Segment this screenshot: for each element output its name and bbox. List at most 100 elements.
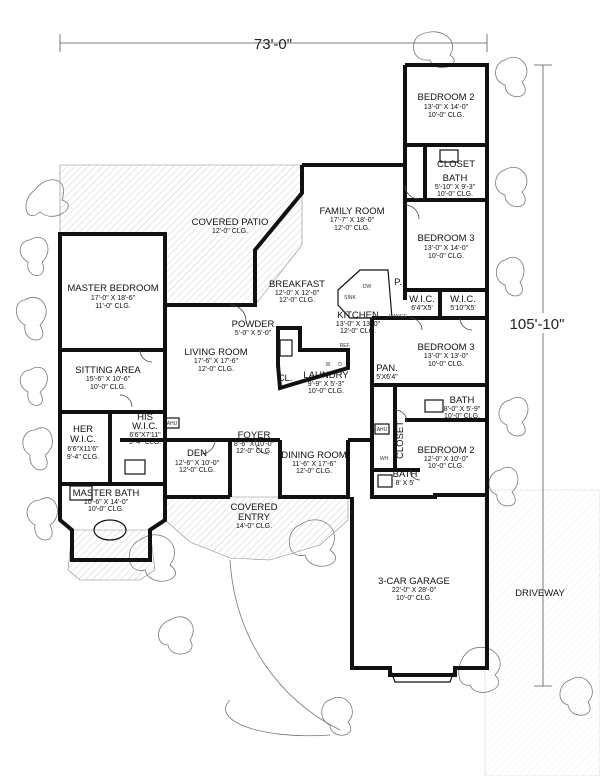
room-bedroom3-b: BEDROOM 3 13'-0" X 13'-0" 10'-0" CLG.: [417, 342, 474, 368]
svg-text:5'X6'4": 5'X6'4": [376, 374, 398, 381]
svg-text:BREAKFAST: BREAKFAST: [269, 279, 325, 290]
svg-text:POWDER: POWDER: [232, 319, 275, 330]
svg-text:13'-0" X 13'-0": 13'-0" X 13'-0": [336, 321, 381, 328]
svg-text:10'-0" CLG.: 10'-0" CLG.: [428, 253, 464, 260]
svg-text:12'-0" CLG.: 12'-0" CLG.: [279, 297, 315, 304]
svg-text:3-CAR GARAGE: 3-CAR GARAGE: [378, 576, 450, 587]
room-pan: PAN. 5'X6'4": [376, 363, 398, 381]
svg-text:KITCHEN: KITCHEN: [337, 310, 379, 321]
svg-text:10'-0" CLG.: 10'-0" CLG.: [88, 506, 124, 513]
svg-text:ENTRY: ENTRY: [238, 512, 271, 523]
svg-text:17'-6" X 17'-6": 17'-6" X 17'-6": [194, 358, 239, 365]
svg-text:MASTER BATH: MASTER BATH: [73, 488, 140, 499]
svg-text:LAUNDRY: LAUNDRY: [303, 370, 349, 381]
driveway-label: DRIVEWAY: [515, 588, 565, 599]
room-kitchen: KITCHEN 13'-0" X 13'-0" 12'-0" CLG.: [336, 310, 381, 335]
svg-text:BEDROOM 2: BEDROOM 2: [417, 92, 474, 103]
room-breakfast: BREAKFAST 12'-0" X 12'-0" 12'-0" CLG.: [269, 279, 325, 304]
room-bath-top: BATH 5'-10" X 9'-3" 10'-0" CLG.: [435, 173, 476, 198]
svg-text:10'-6" X 14'-0": 10'-6" X 14'-0": [84, 499, 129, 506]
svg-text:6'6"X7'11": 6'6"X7'11": [129, 432, 161, 439]
svg-text:11'-6" X 17'-6": 11'-6" X 17'-6": [292, 461, 336, 468]
svg-text:12'-0" CLG.: 12'-0" CLG.: [296, 468, 332, 475]
svg-text:10'-0" CLG.: 10'-0" CLG.: [428, 361, 464, 368]
svg-text:12'-0" X 10'-0": 12'-0" X 10'-0": [424, 456, 469, 463]
svg-text:12'-0" X 12'-0": 12'-0" X 12'-0": [275, 290, 320, 297]
svg-text:10'-0" CLG.: 10'-0" CLG.: [428, 463, 464, 470]
svg-text:COVERED: COVERED: [231, 502, 278, 513]
svg-text:11'-0" CLG.: 11'-0" CLG.: [95, 303, 131, 310]
svg-text:BEDROOM 2: BEDROOM 2: [417, 445, 474, 456]
svg-text:5'-0" X 5'-0": 5'-0" X 5'-0": [235, 330, 272, 337]
room-living: LIVING ROOM 17'-6" X 17'-6" 12'-0" CLG.: [184, 347, 247, 373]
svg-text:HIS: HIS: [137, 412, 153, 423]
room-foyer: FOYER 8'-6" X 10'-0" 12'-0" CLG.: [234, 430, 275, 455]
svg-text:6'6"X11'6": 6'6"X11'6": [67, 446, 99, 453]
room-closet-top: CLOSET: [437, 159, 475, 170]
svg-text:8'-0" X 5'-9": 8'-0" X 5'-9": [444, 406, 481, 413]
svg-text:FOYER: FOYER: [238, 430, 271, 441]
width-dimension-label: 73'-0": [254, 36, 292, 53]
room-den: DEN 12'-6" X 10'-0" 12'-0" CLG.: [175, 448, 220, 474]
room-patio: COVERED PATIO 12'-0" CLG.: [192, 217, 269, 235]
svg-text:17'-7" X 18'-0": 17'-7" X 18'-0": [330, 217, 375, 224]
svg-text:BATH: BATH: [393, 469, 418, 480]
svg-text:BEDROOM 3: BEDROOM 3: [417, 342, 474, 353]
room-labels: BEDROOM 2 13'-0" X 14'-0" 10'-0" CLG. CL…: [67, 92, 566, 602]
svg-text:BATH: BATH: [443, 173, 468, 184]
svg-text:DINING ROOM: DINING ROOM: [281, 450, 347, 461]
room-her-wic: HER W.I.C. 6'6"X11'6" 9'-4" CLG.: [67, 424, 99, 461]
fixtures: DW RANGE REF. W D WH SINK AHU AHU: [69, 149, 459, 541]
svg-text:17'-0" X 18'-6": 17'-0" X 18'-6": [91, 295, 136, 302]
svg-text:BEDROOM 3: BEDROOM 3: [417, 233, 474, 244]
svg-text:W.I.C.: W.I.C.: [70, 434, 96, 445]
svg-text:8' X 5': 8' X 5': [395, 480, 414, 487]
room-dining: DINING ROOM 11'-6" X 17'-6" 12'-0" CLG.: [281, 450, 347, 475]
room-cl: CL.: [278, 373, 293, 384]
ahu-label-2: AHU: [377, 427, 388, 433]
sink-label: SINK: [344, 295, 356, 301]
svg-text:10'-0" CLG.: 10'-0" CLG.: [396, 595, 432, 602]
svg-text:9'-4" CLG.: 9'-4" CLG.: [129, 439, 161, 446]
room-garage: 3-CAR GARAGE 22'-0" X 28'-0" 10'-0" CLG.: [378, 576, 450, 602]
svg-text:22'-0" X 28'-0": 22'-0" X 28'-0": [392, 587, 437, 594]
svg-text:14'-0" CLG.: 14'-0" CLG.: [236, 523, 272, 530]
room-pantry-p: P.: [394, 277, 402, 288]
svg-text:12'-0" CLG.: 12'-0" CLG.: [198, 366, 234, 373]
svg-text:LIVING ROOM: LIVING ROOM: [184, 347, 247, 358]
svg-text:6'4"X5': 6'4"X5': [411, 305, 433, 312]
svg-text:BATH: BATH: [450, 395, 475, 406]
svg-text:10'-0" CLG.: 10'-0" CLG.: [90, 384, 126, 391]
outdoor-surfaces: [59, 164, 600, 776]
svg-text:13'-0" X 14'-0": 13'-0" X 14'-0": [424, 245, 469, 252]
room-bedroom3-a: BEDROOM 3 13'-0" X 14'-0" 10'-0" CLG.: [417, 233, 474, 260]
width-dimension: 73'-0": [59, 34, 488, 53]
room-bath-b: BATH 8'-0" X 5'-9" 10'-0" CLG.: [444, 395, 481, 420]
room-closet-b: CLOSET: [395, 421, 406, 459]
svg-text:8'-6" X 10'-0": 8'-6" X 10'-0": [234, 441, 275, 448]
svg-text:W.I.C.: W.I.C.: [132, 421, 158, 432]
svg-text:10'-0" CLG.: 10'-0" CLG.: [308, 388, 344, 395]
room-master-bath: MASTER BATH 10'-6" X 14'-0" 10'-0" CLG.: [73, 488, 140, 513]
room-powder: POWDER 5'-0" X 5'-0": [232, 319, 275, 337]
water-heater-label: WH: [380, 456, 389, 462]
svg-text:12'-6" X 10'-0": 12'-6" X 10'-0": [175, 460, 220, 467]
svg-text:SITTING AREA: SITTING AREA: [75, 365, 141, 376]
depth-dimension-label: 105'-10": [510, 316, 565, 333]
svg-text:9'-9" X 5'-3": 9'-9" X 5'-3": [308, 381, 345, 388]
svg-text:9'-4" CLG.: 9'-4" CLG.: [67, 454, 99, 461]
dw-label: DW: [363, 284, 372, 290]
room-master-bedroom: MASTER BEDROOM 17'-0" X 18'-6" 11'-0" CL…: [67, 283, 158, 310]
room-covered-entry: COVERED ENTRY 14'-0" CLG.: [231, 502, 278, 530]
svg-text:W.I.C.: W.I.C.: [450, 294, 476, 305]
svg-text:DEN: DEN: [187, 448, 207, 459]
svg-text:COVERED PATIO: COVERED PATIO: [192, 217, 269, 228]
room-wic-2: W.I.C. 5'10"X5': [450, 294, 476, 312]
svg-text:12'-0" CLG.: 12'-0" CLG.: [212, 228, 248, 235]
room-bath-c: BATH 8' X 5': [393, 469, 418, 487]
room-bedroom2-b: BEDROOM 2 12'-0" X 10'-0" 10'-0" CLG.: [417, 445, 474, 470]
svg-text:HER: HER: [73, 424, 93, 435]
room-laundry: LAUNDRY 9'-9" X 5'-3" 10'-0" CLG.: [303, 370, 349, 395]
svg-text:FAMILY ROOM: FAMILY ROOM: [319, 206, 384, 217]
ref-label: REF.: [340, 343, 351, 349]
